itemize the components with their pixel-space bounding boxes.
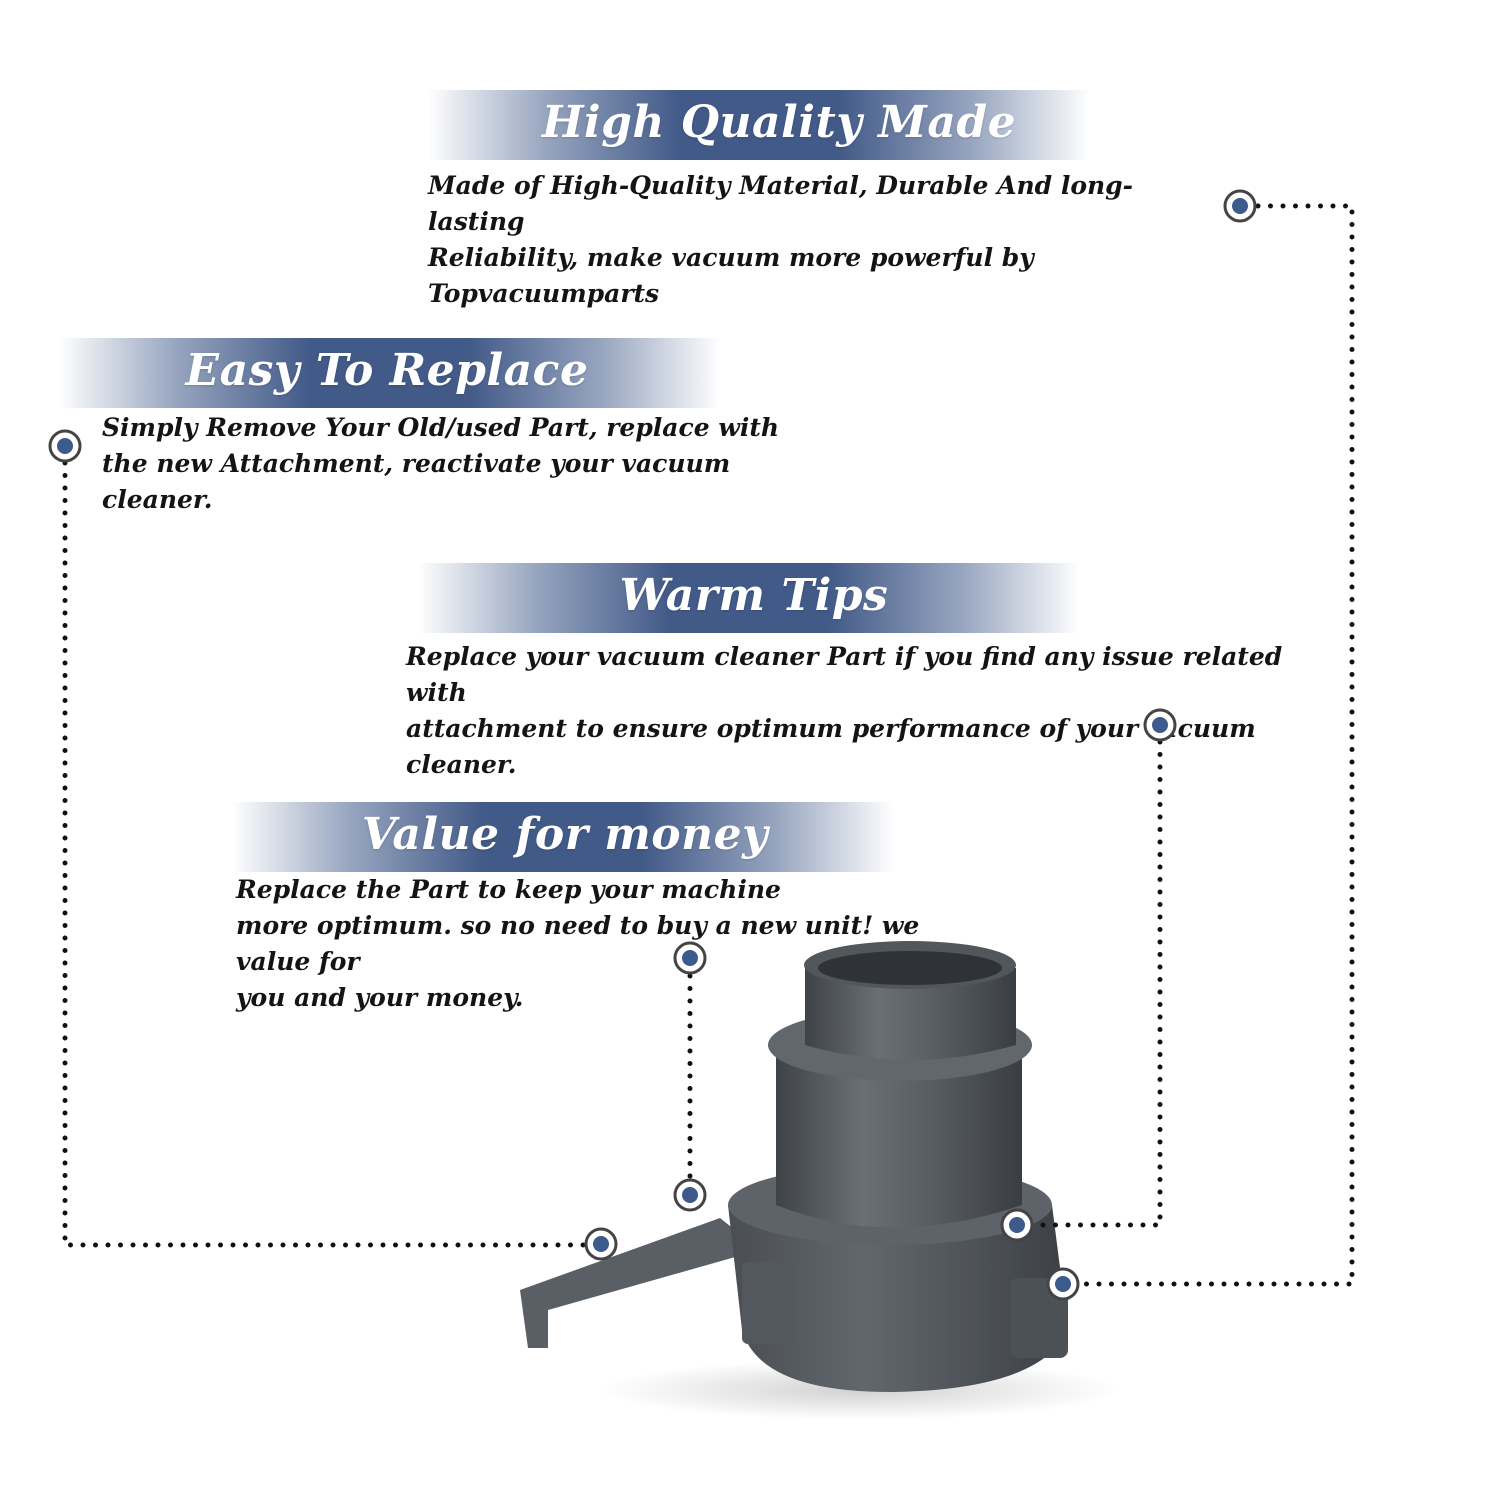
markers: [48, 189, 1257, 1301]
marker-dot: [48, 429, 82, 463]
feature-description: Replace the Part to keep your machine mo…: [236, 875, 920, 1012]
marker-dot: [1046, 1267, 1080, 1301]
attachment-body: [776, 1040, 1022, 1228]
clip-right: [1010, 1278, 1068, 1358]
connector-line-quality: [1077, 203, 1355, 1287]
marker-dot: [1000, 1208, 1034, 1242]
feature-description: Made of High-Quality Material, Durable A…: [428, 171, 1134, 308]
attachment-arm: [520, 1218, 760, 1348]
marker-dot: [1223, 189, 1257, 223]
feature-description: Simply Remove Your Old/used Part, replac…: [102, 413, 780, 514]
connector-line-tips: [1031, 739, 1163, 1228]
marker-dot: [1143, 708, 1177, 742]
marker-dot: [673, 941, 707, 975]
banner-value-money: Value for money: [232, 802, 894, 872]
banner-warm-tips: Warm Tips: [418, 563, 1080, 633]
marker-dot: [584, 1227, 618, 1261]
clip-left: [742, 1262, 794, 1344]
tube-opening: [818, 951, 1002, 985]
connector-line-replace: [62, 460, 587, 1248]
banner-title: High Quality Made: [541, 97, 1017, 148]
banner-title: Easy To Replace: [185, 345, 589, 396]
marker-dot: [673, 1178, 707, 1212]
banner-title: Value for money: [361, 809, 769, 860]
banner-title: Warm Tips: [619, 570, 889, 621]
banner-high-quality: High Quality Made: [428, 90, 1090, 160]
attachment-tube: [805, 965, 1016, 1060]
banner-easy-replace: Easy To Replace: [58, 338, 720, 408]
